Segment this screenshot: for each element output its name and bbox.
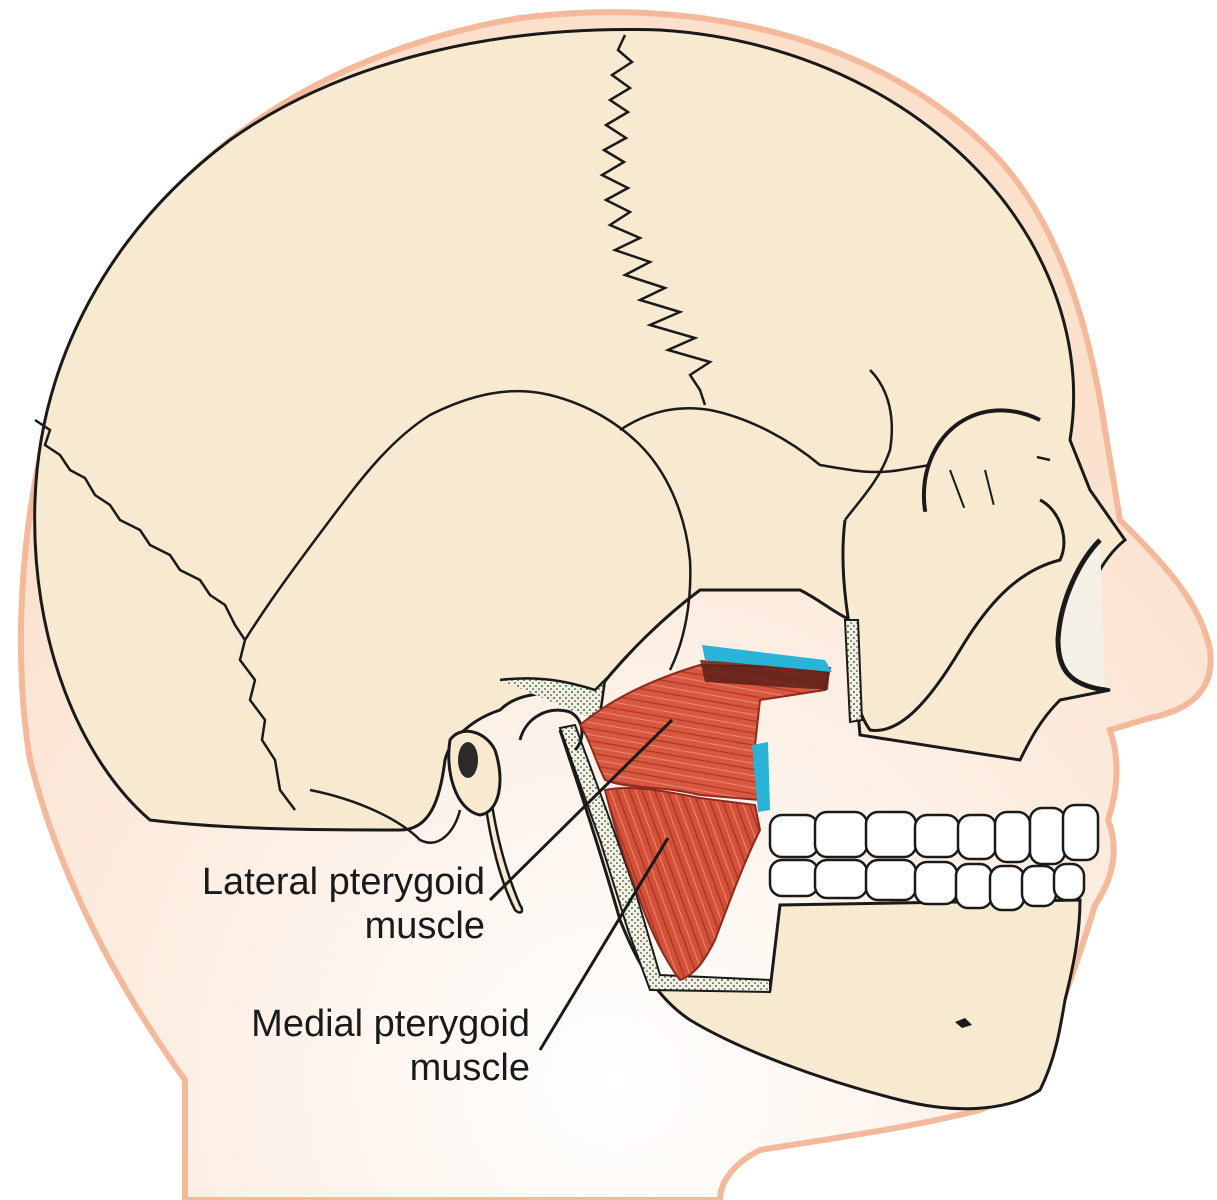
medial-pterygoid-label-line1: Medial pterygoid <box>150 1002 530 1046</box>
lateral-pterygoid-label-line1: Lateral pterygoid <box>120 860 485 904</box>
lateral-pterygoid-label-line2: muscle <box>120 904 485 948</box>
ear-canal-opening <box>458 742 478 778</box>
medial-pterygoid-label: Medial pterygoid muscle <box>150 1002 530 1090</box>
lateral-pterygoid-label: Lateral pterygoid muscle <box>120 860 485 948</box>
upper-teeth <box>770 805 1098 864</box>
medial-pterygoid-label-line2: muscle <box>150 1046 530 1090</box>
